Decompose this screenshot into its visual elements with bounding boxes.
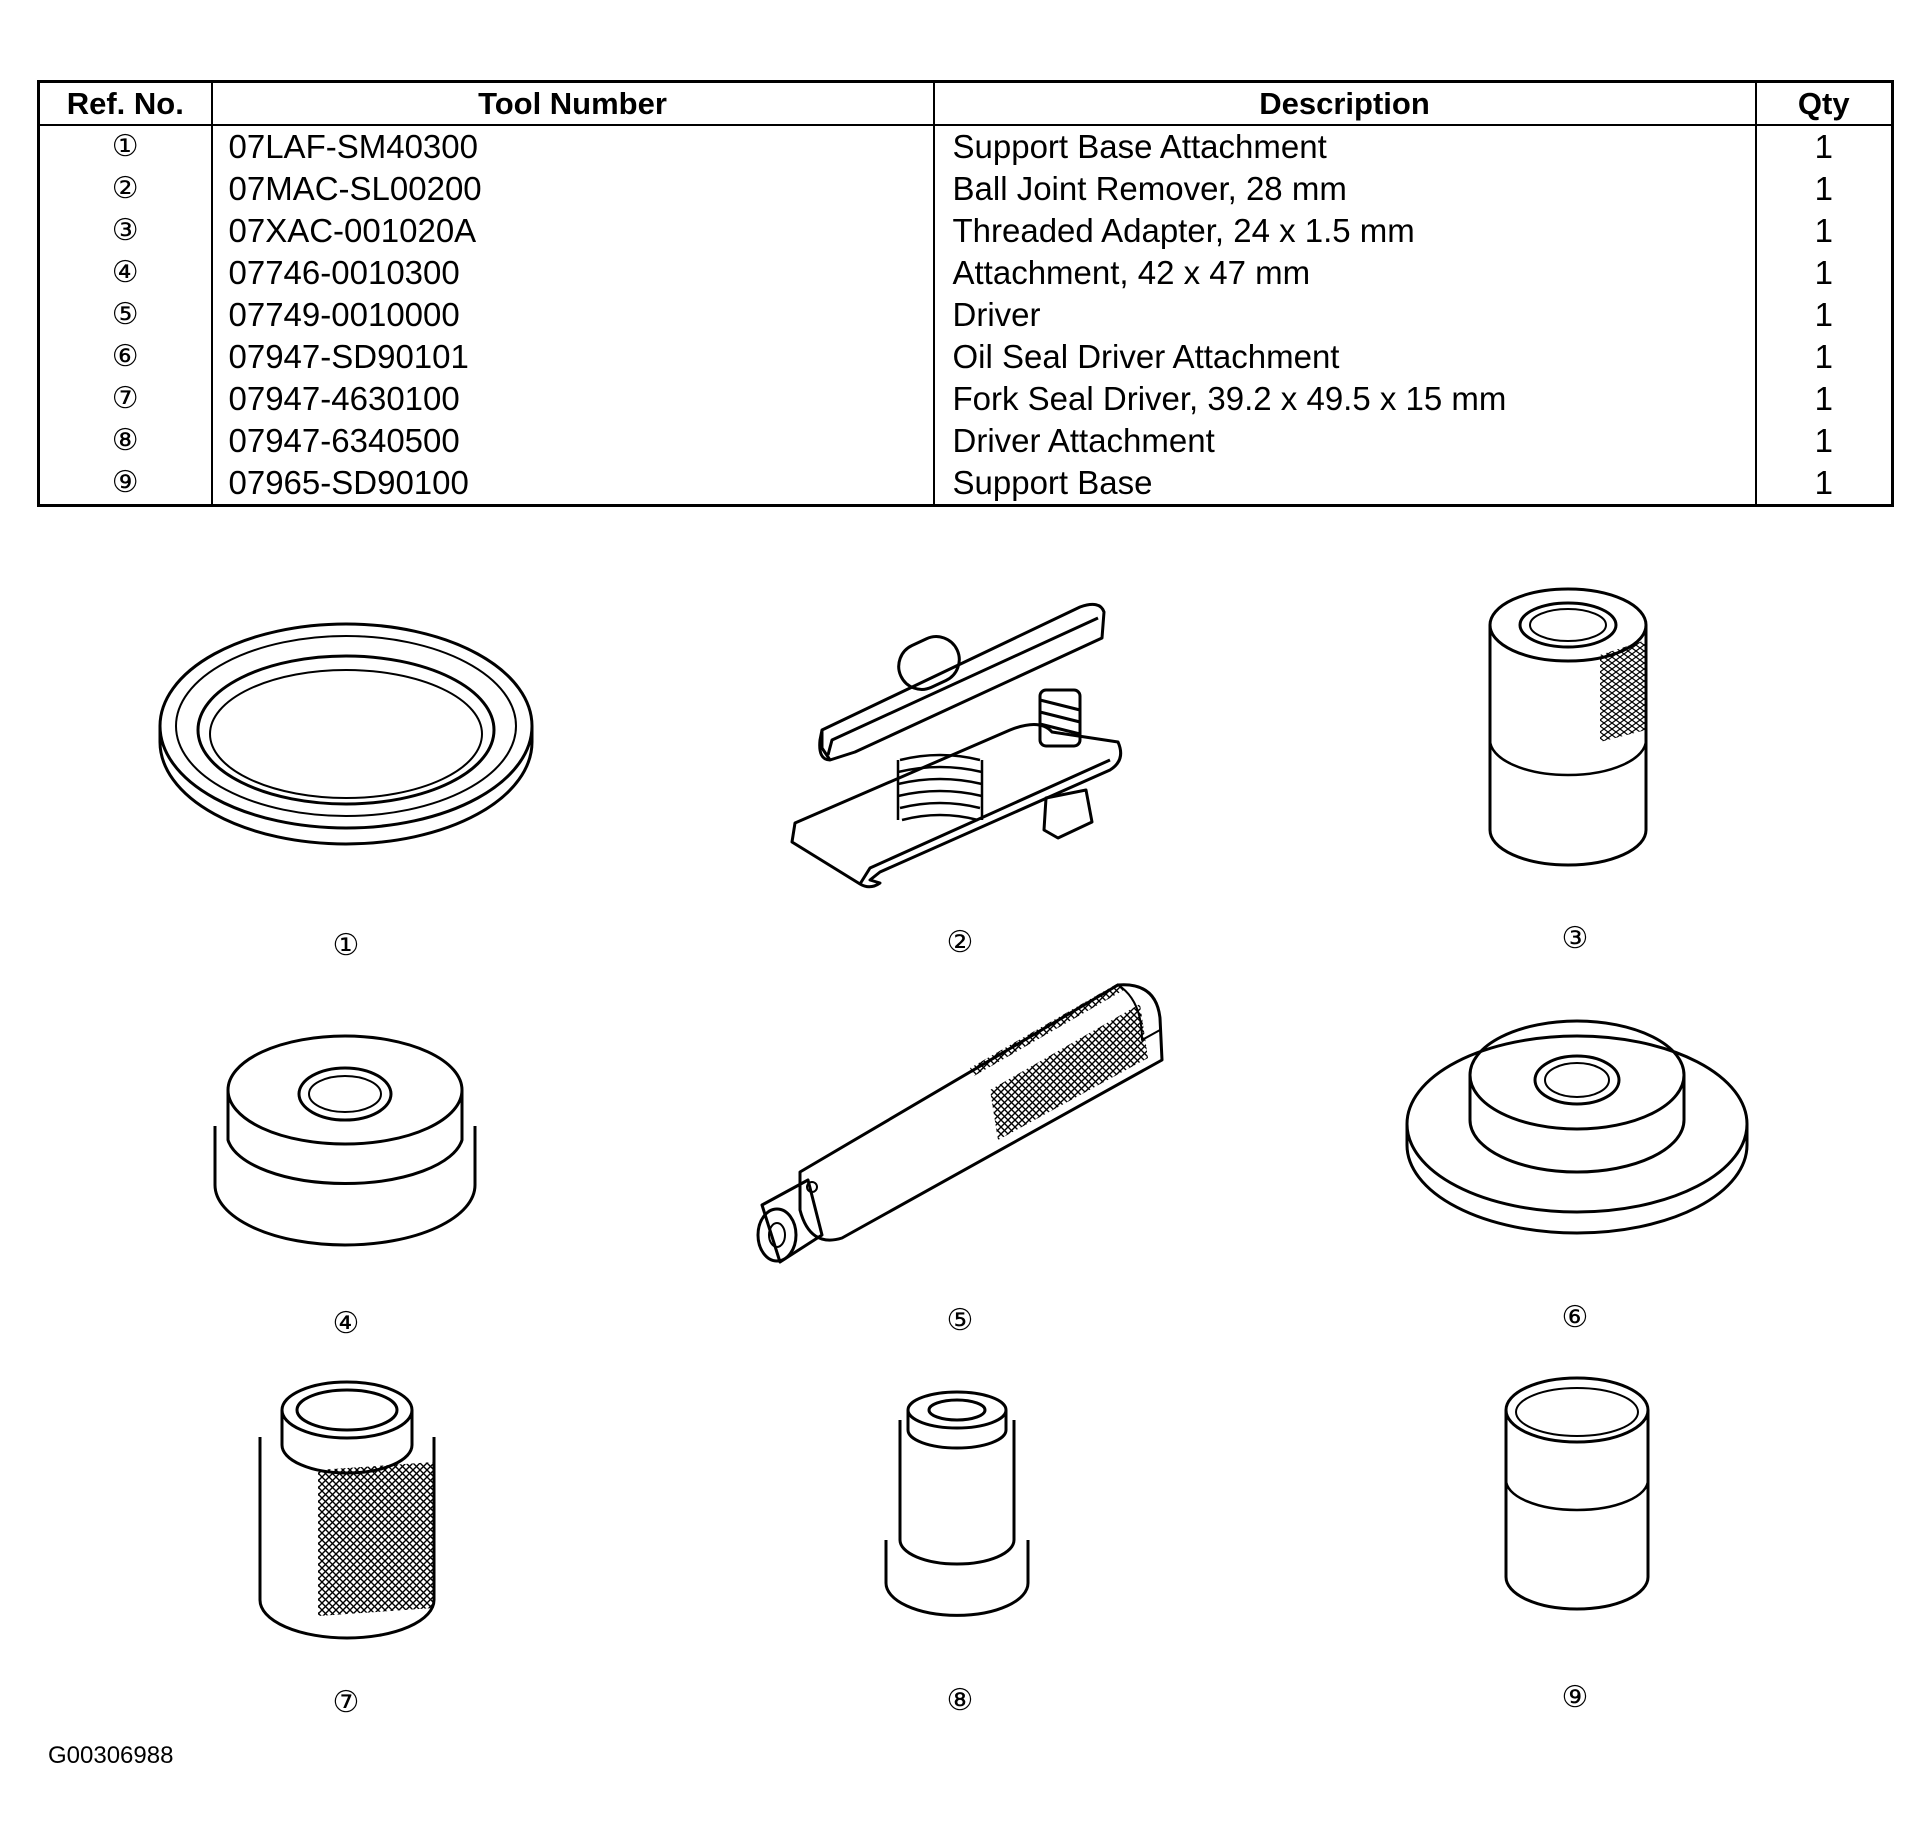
driver-handle-icon — [756, 982, 1164, 1264]
tool-number-cell: 07XAC-001020A — [210, 210, 935, 252]
description-cell: Driver Attachment — [932, 420, 1757, 462]
ref-cell: ⑥ — [37, 336, 213, 378]
table-row: ⑧ 07947-6340500 Driver Attachment 1 — [37, 420, 1894, 462]
header-tool-number: Tool Number — [210, 81, 935, 126]
tool-number-cell: 07947-SD90101 — [210, 336, 935, 378]
description-cell: Ball Joint Remover, 28 mm — [932, 168, 1757, 210]
table-header-row: Ref. No. Tool Number Description Qty — [37, 81, 1894, 126]
qty-cell: 1 — [1754, 210, 1894, 252]
ref-cell: ⑤ — [37, 294, 213, 336]
figure-label-5: ⑤ — [947, 1303, 974, 1338]
qty-cell: 1 — [1754, 168, 1894, 210]
qty-cell: 1 — [1754, 462, 1894, 506]
description-cell: Threaded Adapter, 24 x 1.5 mm — [932, 210, 1757, 252]
threaded-adapter-icon — [1488, 587, 1648, 867]
description-cell: Oil Seal Driver Attachment — [932, 336, 1757, 378]
table-row: ② 07MAC-SL00200 Ball Joint Remover, 28 m… — [37, 168, 1894, 210]
tool-number-cell: 07MAC-SL00200 — [210, 168, 935, 210]
ref-cell: ② — [37, 168, 213, 210]
table-row: ① 07LAF-SM40300 Support Base Attachment … — [37, 125, 1894, 168]
attachment-icon — [213, 1034, 477, 1247]
tool-number-cell: 07749-0010000 — [210, 294, 935, 336]
qty-cell: 1 — [1754, 336, 1894, 378]
fork-seal-driver-icon — [258, 1380, 436, 1640]
qty-cell: 1 — [1754, 125, 1894, 168]
qty-cell: 1 — [1754, 420, 1894, 462]
tool-number-cell: 07LAF-SM40300 — [210, 125, 935, 168]
figure-code: G00306988 — [48, 1742, 174, 1769]
figure-label-3: ③ — [1562, 921, 1589, 956]
tool-number-cell: 07746-0010300 — [210, 252, 935, 294]
support-base-icon — [1504, 1376, 1650, 1611]
description-cell: Driver — [932, 294, 1757, 336]
ref-cell: ① — [37, 125, 213, 168]
figure-label-6: ⑥ — [1562, 1300, 1589, 1335]
ref-cell: ⑦ — [37, 378, 213, 420]
ref-cell: ③ — [37, 210, 213, 252]
qty-cell: 1 — [1754, 378, 1894, 420]
tool-table: Ref. No. Tool Number Description Qty ① 0… — [37, 80, 1894, 507]
figure-label-8: ⑧ — [947, 1683, 974, 1718]
table-row: ⑤ 07749-0010000 Driver 1 — [37, 294, 1894, 336]
header-qty: Qty — [1754, 81, 1894, 126]
description-cell: Support Base Attachment — [932, 125, 1757, 168]
table-row: ⑥ 07947-SD90101 Oil Seal Driver Attachme… — [37, 336, 1894, 378]
figure-label-9: ⑨ — [1562, 1680, 1589, 1715]
figure-label-1: ① — [333, 928, 360, 963]
table-row: ③ 07XAC-001020A Threaded Adapter, 24 x 1… — [37, 210, 1894, 252]
table-row: ④ 07746-0010300 Attachment, 42 x 47 mm 1 — [37, 252, 1894, 294]
table-row: ⑦ 07947-4630100 Fork Seal Driver, 39.2 x… — [37, 378, 1894, 420]
header-description: Description — [932, 81, 1757, 126]
oil-seal-driver-icon — [1405, 1019, 1749, 1235]
qty-cell: 1 — [1754, 294, 1894, 336]
ref-cell: ⑨ — [37, 462, 213, 506]
description-cell: Support Base — [932, 462, 1757, 506]
tool-number-cell: 07947-4630100 — [210, 378, 935, 420]
figure-label-4: ④ — [333, 1306, 360, 1341]
ring-attachment-icon — [158, 622, 534, 846]
description-cell: Fork Seal Driver, 39.2 x 49.5 x 15 mm — [932, 378, 1757, 420]
qty-cell: 1 — [1754, 252, 1894, 294]
description-cell: Attachment, 42 x 47 mm — [932, 252, 1757, 294]
tool-number-cell: 07965-SD90100 — [210, 462, 935, 506]
header-ref-no: Ref. No. — [37, 81, 213, 126]
driver-attachment-icon — [884, 1390, 1030, 1617]
ball-joint-remover-icon — [790, 602, 1123, 889]
table-row: ⑨ 07965-SD90100 Support Base 1 — [37, 462, 1894, 506]
ref-cell: ④ — [37, 252, 213, 294]
figure-label-7: ⑦ — [333, 1685, 360, 1720]
tool-number-cell: 07947-6340500 — [210, 420, 935, 462]
ref-cell: ⑧ — [37, 420, 213, 462]
figure-label-2: ② — [947, 925, 974, 960]
